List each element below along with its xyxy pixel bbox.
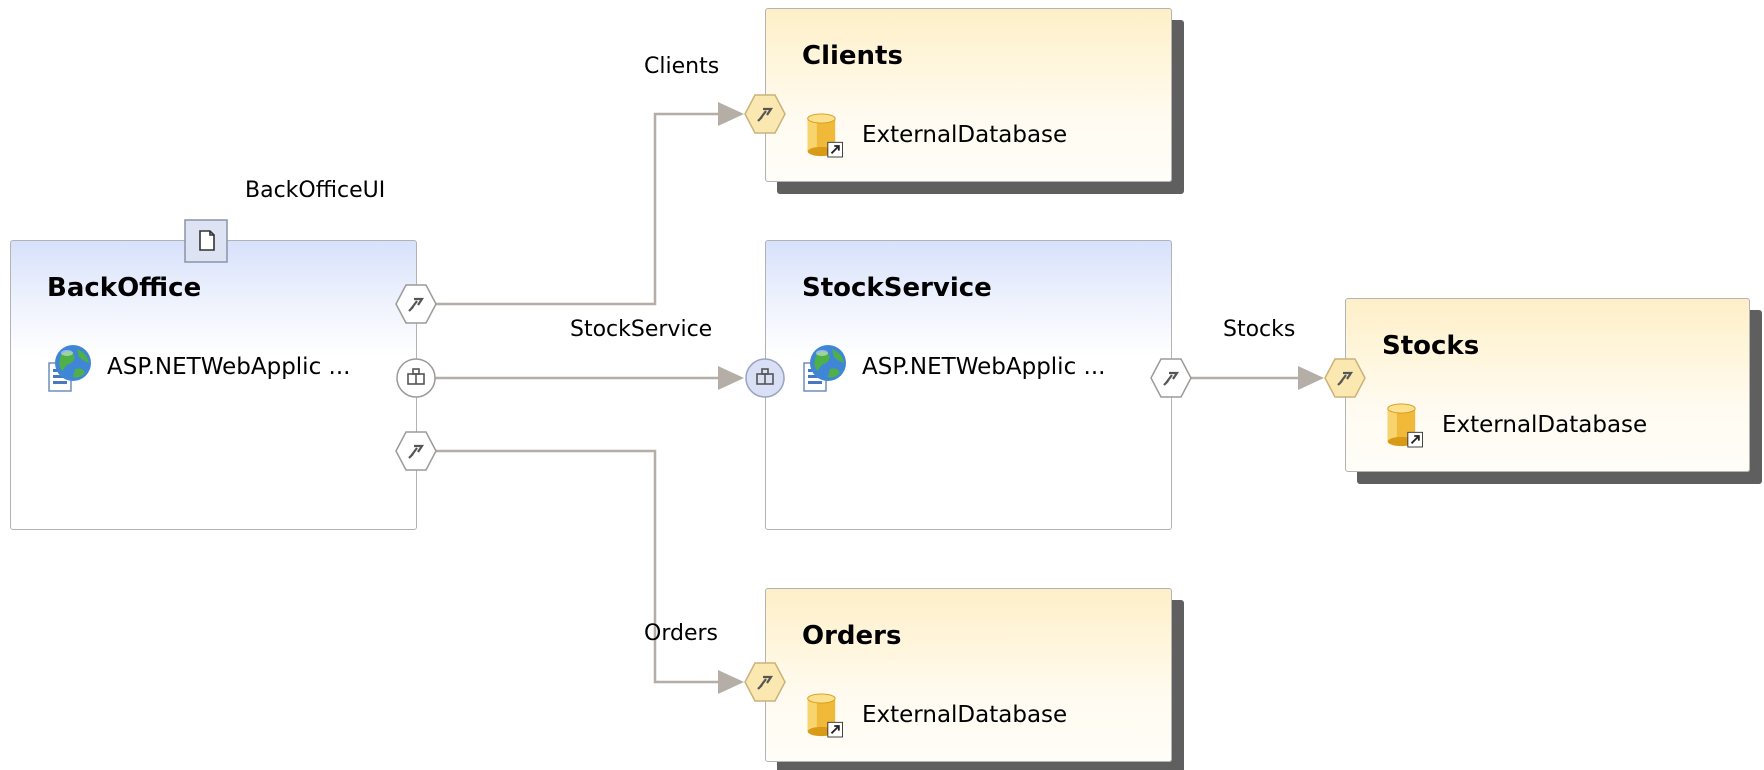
- application-type-row: ASP.NETWebApplic ...: [45, 341, 350, 393]
- database-title: Clients: [802, 41, 903, 71]
- application-type-label: ASP.NETWebApplic ...: [107, 354, 351, 380]
- endpoint-label-clients: Clients: [644, 54, 720, 79]
- database-icon: [807, 113, 843, 158]
- backoffice-orders-consumer-port[interactable]: [395, 430, 437, 472]
- endpoint-label-orders: Orders: [644, 621, 718, 646]
- database-clients[interactable]: Clients ExternalDatabase: [765, 8, 1172, 182]
- database-title: Stocks: [1382, 331, 1480, 361]
- database-stocks[interactable]: Stocks ExternalDatabase: [1345, 298, 1750, 472]
- backoffice-clients-consumer-port[interactable]: [395, 283, 437, 325]
- orders-database-endpoint[interactable]: [744, 661, 786, 703]
- clients-database-endpoint[interactable]: [744, 93, 786, 135]
- application-title: BackOffice: [47, 273, 202, 303]
- backoffice-stockservice-consumer-port[interactable]: [395, 357, 437, 399]
- application-type-row: ASP.NETWebApplic ...: [800, 341, 1105, 393]
- stocks-database-endpoint[interactable]: [1324, 357, 1366, 399]
- database-orders[interactable]: Orders ExternalDatabase: [765, 588, 1172, 762]
- aspnet-web-application-icon: [803, 345, 846, 392]
- endpoint-label-stocks: Stocks: [1223, 317, 1296, 342]
- database-type-label: ExternalDatabase: [862, 702, 1068, 728]
- database-title: Orders: [802, 621, 902, 651]
- application-stockservice[interactable]: StockService ASP.NETWebApplic ...: [765, 240, 1172, 530]
- stockservice-stocks-consumer-port[interactable]: [1150, 357, 1192, 399]
- arrowhead-stockservice: [718, 366, 744, 390]
- backoffice-ui-endpoint[interactable]: [184, 219, 228, 263]
- connector-backoffice-orders[interactable]: [433, 449, 728, 684]
- arrowhead-stocks: [1298, 366, 1324, 390]
- application-title: StockService: [802, 273, 992, 303]
- database-icon: [807, 693, 843, 738]
- application-backoffice[interactable]: BackOffice ASP.NETWebApplic ...: [10, 240, 417, 530]
- database-icon: [1387, 403, 1423, 448]
- endpoint-label-stockservice: StockService: [570, 317, 713, 342]
- connector-backoffice-clients[interactable]: [433, 112, 728, 306]
- arrowhead-clients: [718, 102, 744, 126]
- database-type-label: ExternalDatabase: [862, 122, 1068, 148]
- application-type-label: ASP.NETWebApplic ...: [862, 354, 1106, 380]
- stockservice-provider-endpoint[interactable]: [744, 357, 786, 399]
- arrowhead-orders: [718, 670, 744, 694]
- database-type-row: ExternalDatabase: [804, 109, 1067, 161]
- endpoint-label-backoffice-ui: BackOfficeUI: [245, 178, 386, 203]
- database-type-row: ExternalDatabase: [1384, 399, 1647, 451]
- database-type-label: ExternalDatabase: [1442, 412, 1648, 438]
- aspnet-web-application-icon: [48, 345, 91, 392]
- database-type-row: ExternalDatabase: [804, 689, 1067, 741]
